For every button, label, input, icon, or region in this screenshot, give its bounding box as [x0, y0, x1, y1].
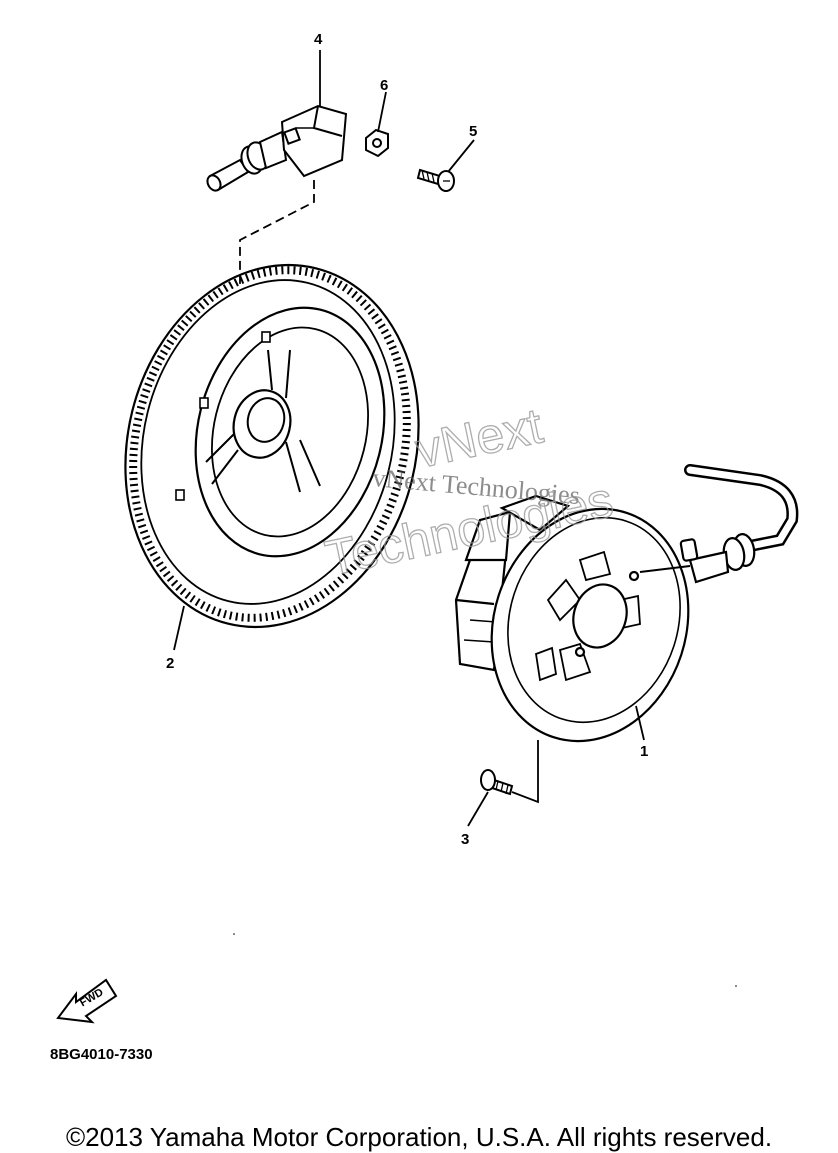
callout-5: 5 — [469, 123, 477, 140]
part-2-flywheel — [124, 263, 420, 629]
callout-1: 1 — [640, 743, 648, 760]
callout-4: 4 — [314, 31, 323, 48]
callout-6: 6 — [380, 77, 388, 94]
leader-lines — [173, 50, 645, 827]
stray-dot — [233, 933, 235, 935]
stray-dot — [735, 985, 737, 987]
part-6-nut — [365, 128, 389, 158]
part-4-pulser-coil — [206, 104, 348, 192]
part-3-screw — [480, 769, 514, 796]
diagram-part-code: 8BG4010-7330 — [50, 1046, 153, 1063]
part-1-stator-assembly — [454, 464, 799, 743]
part-5-screw — [416, 168, 455, 192]
callout-2: 2 — [166, 655, 174, 672]
callout-3: 3 — [461, 831, 469, 848]
watermark-outline-line1: vNext — [411, 397, 548, 478]
exploded-parts-diagram: 4 6 5 2 1 3 vNext Technologies vNext Tec… — [56, 31, 799, 1024]
fwd-arrow-icon: FWD — [56, 978, 118, 1024]
copyright-notice: ©2013 Yamaha Motor Corporation, U.S.A. A… — [65, 1122, 773, 1152]
